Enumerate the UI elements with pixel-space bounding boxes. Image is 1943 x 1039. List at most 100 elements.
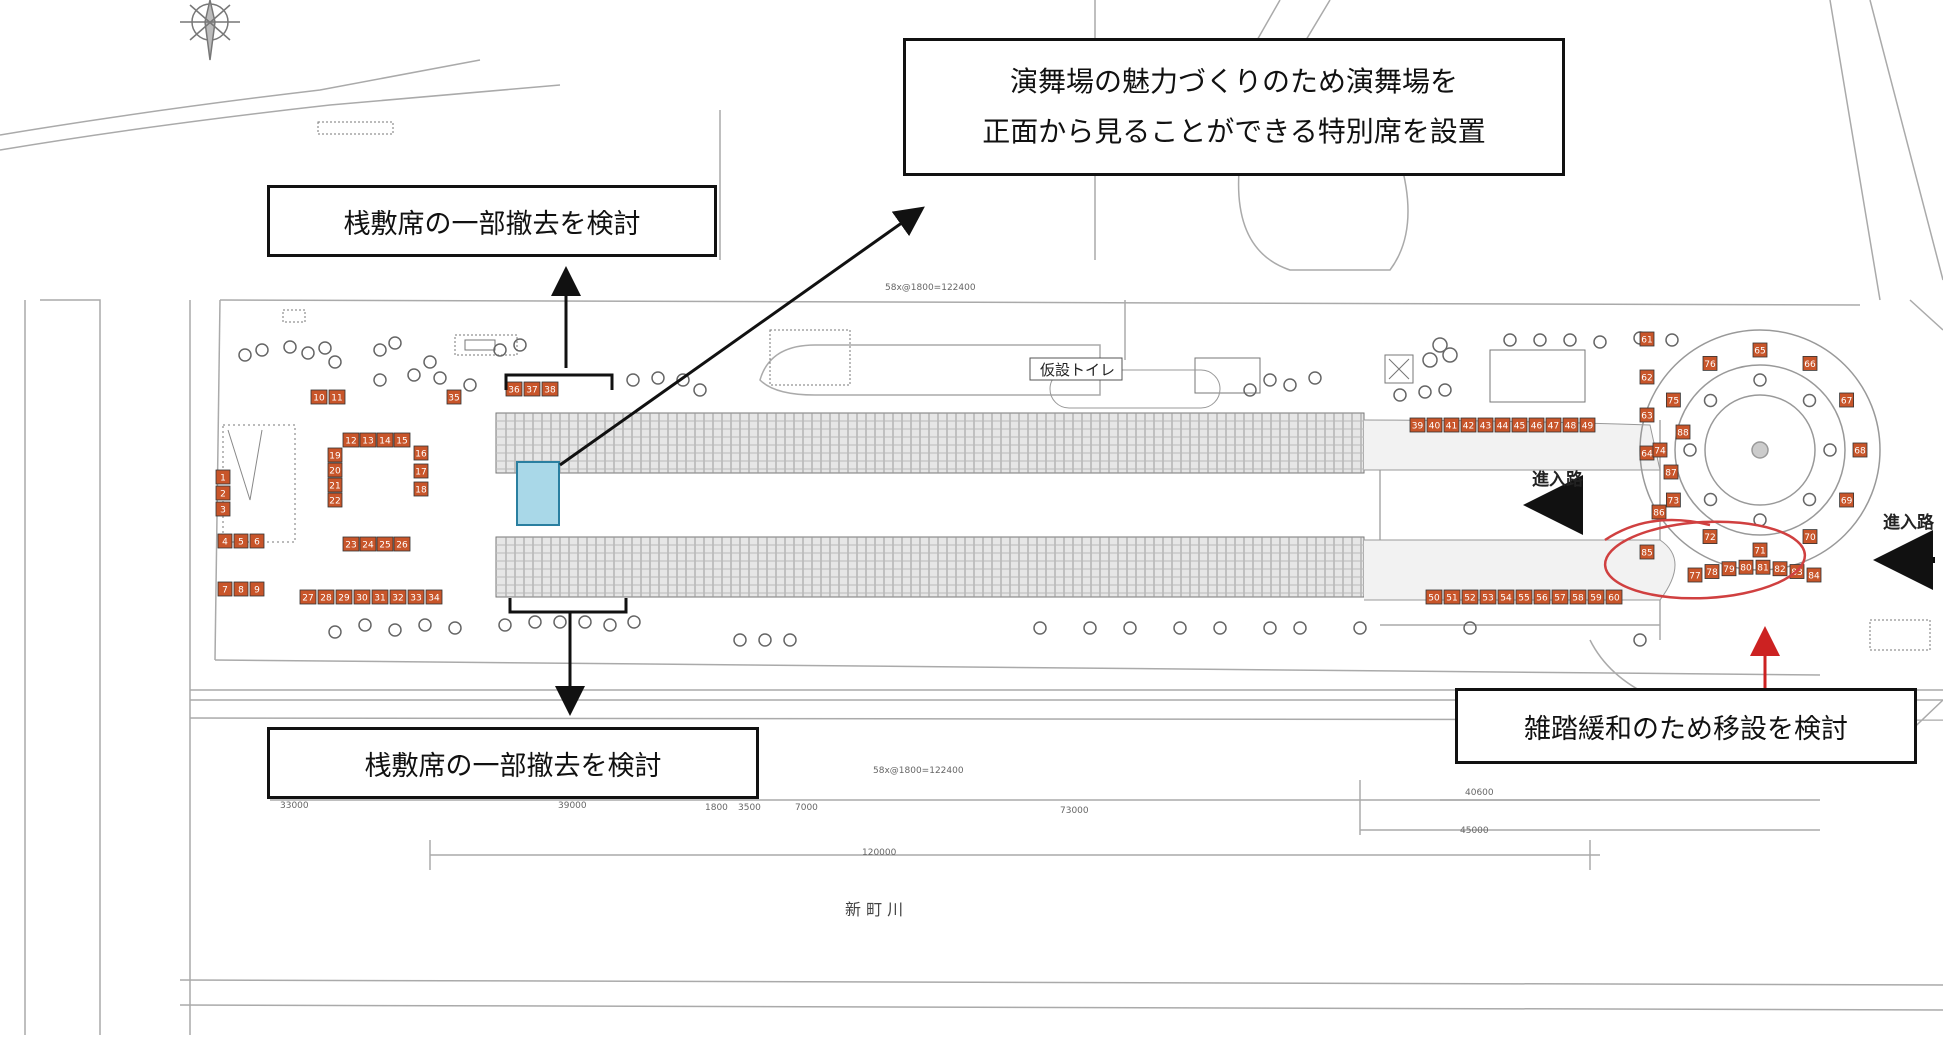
tree-icon bbox=[1432, 337, 1448, 353]
svg-text:12: 12 bbox=[345, 437, 356, 447]
stall-4: 4 bbox=[217, 533, 233, 549]
tree-icon bbox=[1033, 621, 1047, 635]
tree-icon bbox=[1422, 352, 1438, 368]
stall-35: 35 bbox=[446, 389, 462, 405]
stall-23: 23 bbox=[342, 536, 360, 552]
tree-icon bbox=[388, 623, 402, 637]
svg-text:49: 49 bbox=[1582, 422, 1594, 432]
svg-text:11: 11 bbox=[331, 394, 342, 404]
entrance-label-center: 進入路 bbox=[1532, 469, 1584, 490]
stall-21: 21 bbox=[327, 477, 343, 493]
tree-icon bbox=[1823, 443, 1837, 457]
svg-text:1: 1 bbox=[220, 474, 226, 484]
svg-text:19: 19 bbox=[329, 452, 341, 462]
stall-11: 11 bbox=[328, 389, 346, 405]
stall-51: 51 bbox=[1443, 589, 1461, 605]
stall-28: 28 bbox=[317, 589, 335, 605]
tree-icon bbox=[1243, 383, 1257, 397]
svg-text:82: 82 bbox=[1774, 565, 1785, 575]
dim-73000: 73000 bbox=[1060, 806, 1089, 816]
stall-44: 44 bbox=[1494, 417, 1511, 433]
stall-12: 12 bbox=[342, 432, 360, 448]
svg-text:42: 42 bbox=[1463, 422, 1474, 432]
svg-text:35: 35 bbox=[448, 394, 459, 404]
svg-text:52: 52 bbox=[1464, 594, 1475, 604]
stall-49: 49 bbox=[1579, 417, 1596, 433]
svg-text:62: 62 bbox=[1641, 374, 1652, 384]
callout-remove-top: 桟敷席の一部撤去を検討 bbox=[267, 185, 717, 257]
svg-text:78: 78 bbox=[1706, 568, 1718, 578]
svg-text:56: 56 bbox=[1536, 594, 1548, 604]
svg-text:20: 20 bbox=[329, 467, 341, 477]
stall-31: 31 bbox=[371, 589, 389, 605]
stall-87: 87 bbox=[1663, 464, 1679, 480]
stall-88: 88 bbox=[1675, 424, 1691, 440]
stall-43: 43 bbox=[1477, 417, 1494, 433]
compass-icon bbox=[180, 0, 240, 61]
stall-3: 3 bbox=[215, 501, 231, 517]
south-stand bbox=[495, 536, 1365, 598]
tree-icon bbox=[301, 346, 315, 360]
svg-text:18: 18 bbox=[415, 486, 427, 496]
stall-68: 68 bbox=[1852, 442, 1868, 458]
svg-text:86: 86 bbox=[1653, 509, 1665, 519]
tree-icon bbox=[1283, 378, 1297, 392]
tree-icon bbox=[1593, 335, 1607, 349]
svg-text:22: 22 bbox=[329, 497, 340, 507]
svg-text:7: 7 bbox=[222, 586, 228, 596]
stall-70: 70 bbox=[1802, 529, 1818, 545]
tree-icon bbox=[1503, 333, 1517, 347]
svg-text:46: 46 bbox=[1531, 422, 1543, 432]
stall-5: 5 bbox=[233, 533, 249, 549]
stall-73: 73 bbox=[1665, 492, 1681, 508]
svg-text:9: 9 bbox=[254, 586, 260, 596]
svg-text:23: 23 bbox=[345, 541, 356, 551]
tree-icon bbox=[493, 343, 507, 357]
callout-special-seats-line2: 正面から見ることができる特別席を設置 bbox=[982, 115, 1486, 148]
dim-33000: 33000 bbox=[280, 801, 309, 811]
stall-16: 16 bbox=[413, 445, 429, 461]
svg-text:41: 41 bbox=[1446, 422, 1457, 432]
svg-text:25: 25 bbox=[379, 541, 390, 551]
tree-icon bbox=[407, 368, 421, 382]
svg-text:55: 55 bbox=[1518, 594, 1529, 604]
stall-62: 62 bbox=[1639, 369, 1655, 385]
stall-57: 57 bbox=[1551, 589, 1569, 605]
stall-7: 7 bbox=[217, 581, 233, 597]
svg-text:38: 38 bbox=[544, 386, 556, 396]
svg-text:72: 72 bbox=[1704, 533, 1715, 543]
stall-56: 56 bbox=[1533, 589, 1551, 605]
stall-45: 45 bbox=[1511, 417, 1528, 433]
stall-6: 6 bbox=[249, 533, 265, 549]
stall-19: 19 bbox=[327, 447, 343, 463]
stall-38: 38 bbox=[541, 381, 559, 397]
stall-53: 53 bbox=[1479, 589, 1497, 605]
north-stand bbox=[495, 412, 1365, 474]
svg-text:45: 45 bbox=[1514, 422, 1525, 432]
stall-14: 14 bbox=[376, 432, 394, 448]
stall-2: 2 bbox=[215, 485, 231, 501]
tree-icon bbox=[1683, 443, 1697, 457]
tree-icon bbox=[1703, 492, 1718, 507]
stall-65: 65 bbox=[1752, 342, 1768, 358]
stall-60: 60 bbox=[1605, 589, 1623, 605]
tree-icon bbox=[238, 348, 252, 362]
stall-52: 52 bbox=[1461, 589, 1479, 605]
special-seat-area bbox=[516, 461, 560, 526]
tree-icon bbox=[1293, 621, 1307, 635]
tree-icon bbox=[1353, 621, 1367, 635]
svg-text:4: 4 bbox=[222, 538, 228, 548]
stall-64: 64 bbox=[1639, 445, 1655, 461]
tree-icon bbox=[693, 383, 707, 397]
tree-icon bbox=[1418, 385, 1432, 399]
svg-text:87: 87 bbox=[1665, 469, 1676, 479]
stall-39: 39 bbox=[1409, 417, 1426, 433]
toilet-label: 仮設トイレ bbox=[1040, 361, 1115, 379]
svg-text:58: 58 bbox=[1572, 594, 1584, 604]
stall-77: 77 bbox=[1687, 567, 1703, 583]
tree-icon bbox=[433, 371, 447, 385]
stall-76: 76 bbox=[1702, 355, 1718, 371]
tree-icon bbox=[1665, 333, 1679, 347]
stall-40: 40 bbox=[1426, 417, 1443, 433]
